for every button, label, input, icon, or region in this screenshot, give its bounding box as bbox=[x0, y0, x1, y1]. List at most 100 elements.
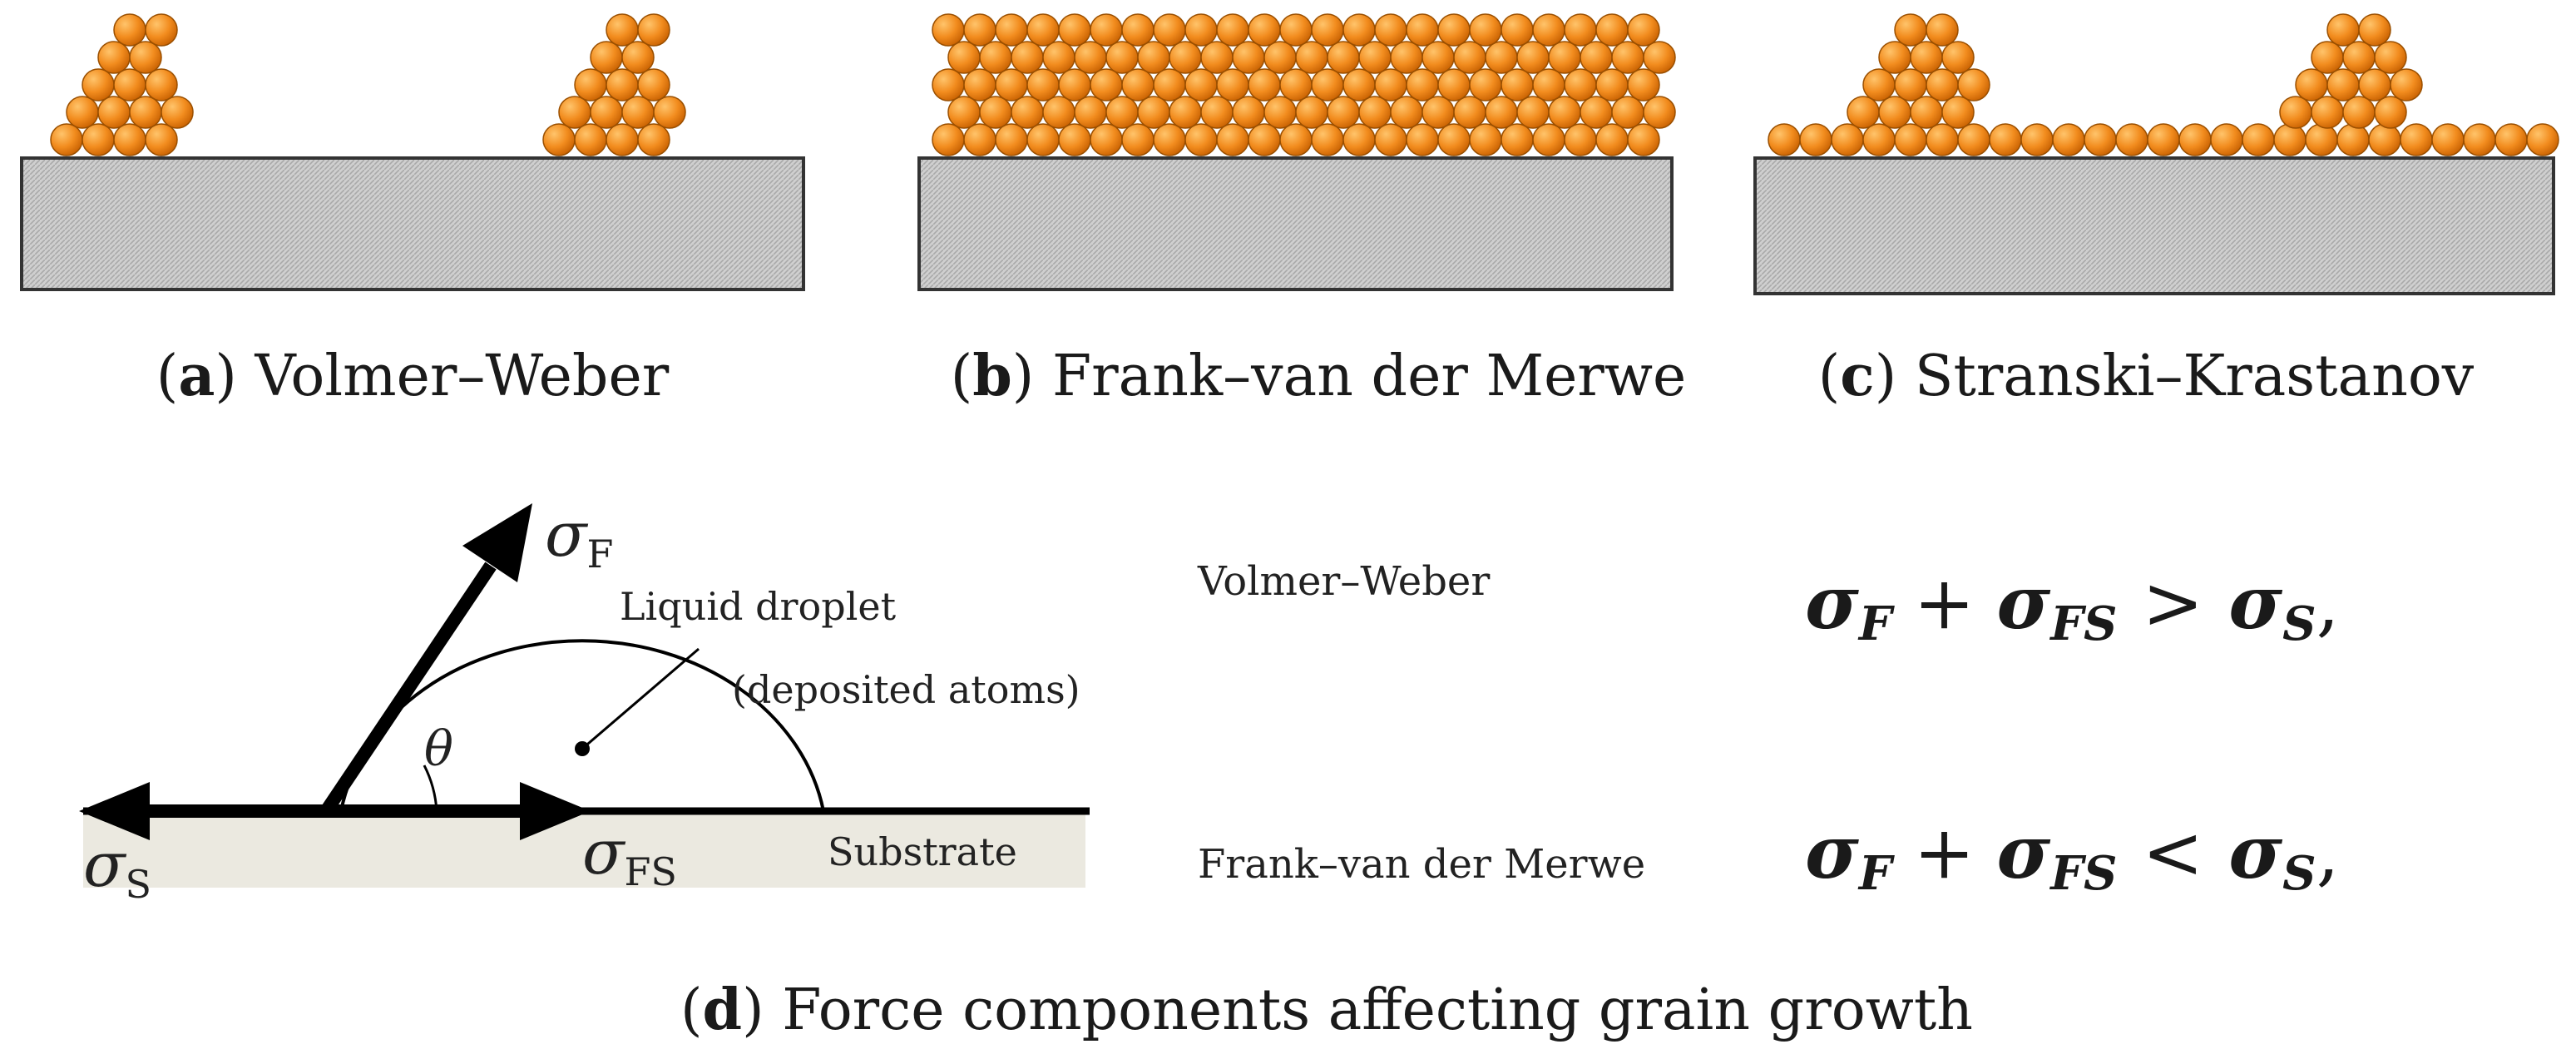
atom bbox=[1847, 96, 1880, 129]
atom bbox=[1627, 123, 1660, 156]
panel-c: (c) Stranski–Krastanov bbox=[1753, 13, 2559, 409]
atom bbox=[1327, 96, 1360, 129]
substrate-band bbox=[83, 811, 1085, 888]
atom bbox=[1248, 68, 1281, 101]
atom bbox=[2326, 13, 2360, 47]
theta-label: θ bbox=[424, 720, 453, 777]
condition-mode-label: Frank–van der Merwe bbox=[1198, 841, 1645, 888]
atom bbox=[1011, 41, 1044, 74]
atom bbox=[1580, 96, 1613, 129]
atom bbox=[1532, 123, 1565, 156]
atom bbox=[1248, 123, 1281, 156]
atom bbox=[113, 13, 146, 47]
atom bbox=[1926, 123, 1959, 156]
atom bbox=[995, 13, 1028, 47]
atom bbox=[1058, 13, 1091, 47]
atom bbox=[145, 13, 178, 47]
atom bbox=[1074, 96, 1107, 129]
atom bbox=[2311, 41, 2344, 74]
atom bbox=[590, 41, 623, 74]
atom bbox=[542, 123, 576, 156]
substrate-c bbox=[1753, 156, 2555, 295]
atom bbox=[1169, 96, 1202, 129]
condition-equation: σF+σFS<σS, bbox=[1805, 809, 2340, 901]
caption-b: (b) Frank–van der Merwe bbox=[951, 343, 1687, 409]
atoms-b bbox=[932, 13, 1676, 156]
atom bbox=[1232, 41, 1265, 74]
condition-frank-van-der-merwe: Frank–van der Merwe σF+σFS<σS, bbox=[1198, 809, 2340, 901]
atom bbox=[979, 96, 1012, 129]
atom bbox=[1058, 68, 1091, 101]
droplet-leader-line bbox=[581, 647, 700, 750]
atom bbox=[1501, 68, 1534, 101]
atom bbox=[1564, 68, 1597, 101]
atom bbox=[161, 96, 194, 129]
atom bbox=[1469, 123, 1502, 156]
atom bbox=[82, 123, 115, 156]
atom bbox=[113, 123, 146, 156]
atom bbox=[1580, 41, 1613, 74]
atom bbox=[1263, 96, 1297, 129]
atom bbox=[1090, 13, 1123, 47]
atom bbox=[1862, 123, 1896, 156]
atom bbox=[1090, 68, 1123, 101]
atom bbox=[1878, 96, 1911, 129]
atom bbox=[97, 96, 131, 129]
atom bbox=[963, 123, 996, 156]
atom bbox=[1989, 123, 2022, 156]
atom bbox=[1406, 13, 1439, 47]
atom bbox=[2342, 96, 2376, 129]
atom bbox=[1279, 13, 1313, 47]
atom bbox=[653, 96, 686, 129]
substrate-b bbox=[917, 156, 1674, 291]
atom bbox=[1595, 13, 1629, 47]
atom bbox=[2374, 41, 2407, 74]
atom bbox=[2463, 123, 2496, 156]
atom bbox=[1263, 41, 1297, 74]
atoms-c bbox=[1768, 13, 2559, 156]
atom bbox=[1611, 41, 1644, 74]
atom bbox=[2390, 68, 2423, 101]
atom bbox=[1200, 96, 1234, 129]
sigma-s-label: σS bbox=[83, 829, 151, 907]
atom bbox=[1862, 68, 1896, 101]
atom bbox=[1406, 68, 1439, 101]
atom bbox=[979, 41, 1012, 74]
atom bbox=[995, 68, 1028, 101]
atom bbox=[1390, 41, 1423, 74]
caption-c: (c) Stranski–Krastanov bbox=[1818, 343, 2475, 409]
atom bbox=[2242, 123, 2275, 156]
atom bbox=[1200, 41, 1234, 74]
atom bbox=[1485, 41, 1518, 74]
droplet-dot bbox=[575, 741, 590, 756]
atom bbox=[129, 41, 162, 74]
force-diagram: σF σS σFS θ Liquid droplet (deposited at… bbox=[79, 499, 1090, 907]
atom bbox=[1184, 13, 1218, 47]
atom bbox=[963, 68, 996, 101]
atom bbox=[637, 13, 670, 47]
substrate-a bbox=[20, 156, 805, 291]
atom bbox=[1516, 96, 1550, 129]
atom bbox=[1564, 123, 1597, 156]
atom bbox=[1153, 123, 1186, 156]
atom bbox=[113, 68, 146, 101]
atom bbox=[2336, 123, 2370, 156]
atom bbox=[621, 41, 655, 74]
atom bbox=[1358, 41, 1392, 74]
atom bbox=[1248, 13, 1281, 47]
atom bbox=[1137, 41, 1170, 74]
atom bbox=[1548, 96, 1581, 129]
atom bbox=[1469, 68, 1502, 101]
caption-d: (d) Force components affecting grain gro… bbox=[680, 977, 1973, 1043]
droplet-label-line-2: (deposited atoms) bbox=[732, 667, 1080, 712]
atom bbox=[1941, 41, 1975, 74]
atom bbox=[1279, 68, 1313, 101]
atom bbox=[145, 68, 178, 101]
atom bbox=[574, 123, 607, 156]
atom bbox=[574, 68, 607, 101]
atom bbox=[1358, 96, 1392, 129]
atom bbox=[1501, 13, 1534, 47]
atom bbox=[995, 123, 1028, 156]
atom bbox=[1042, 41, 1075, 74]
